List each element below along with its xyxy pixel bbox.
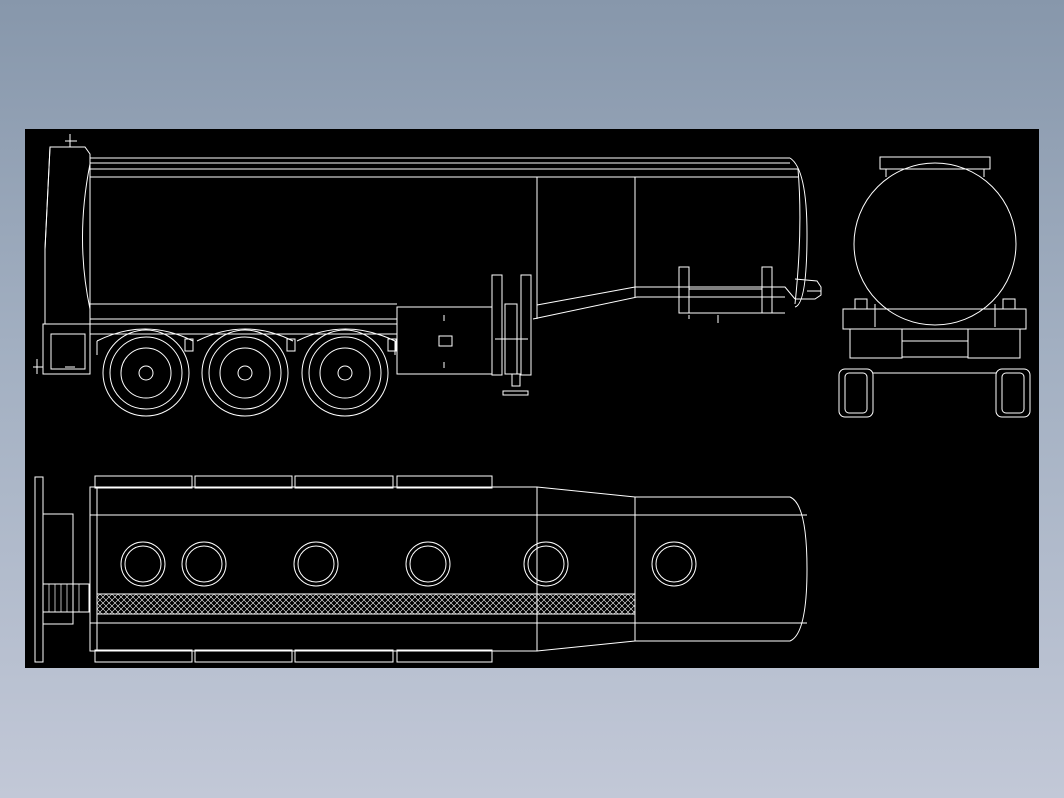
wheel-3 (301, 329, 389, 417)
chassis-block (90, 306, 493, 375)
rear-wheels (838, 368, 1031, 418)
support-legs (491, 266, 785, 396)
cad-drawing-canvas (25, 129, 1039, 668)
top-plan-view (34, 475, 808, 663)
top-fenders (94, 475, 493, 663)
tank-body (82, 157, 822, 320)
side-elevation-view (33, 134, 822, 417)
wheel-1 (102, 329, 190, 417)
cad-drawing-svg (33, 134, 1031, 663)
fenders (96, 328, 397, 355)
manholes (120, 541, 697, 587)
wheel-2 (201, 329, 289, 417)
rear-elevation-view (838, 156, 1031, 418)
tank-cross-section (853, 162, 1017, 326)
front-headboard (33, 134, 91, 375)
wheels (102, 329, 389, 417)
walkway-hatch (96, 593, 636, 615)
